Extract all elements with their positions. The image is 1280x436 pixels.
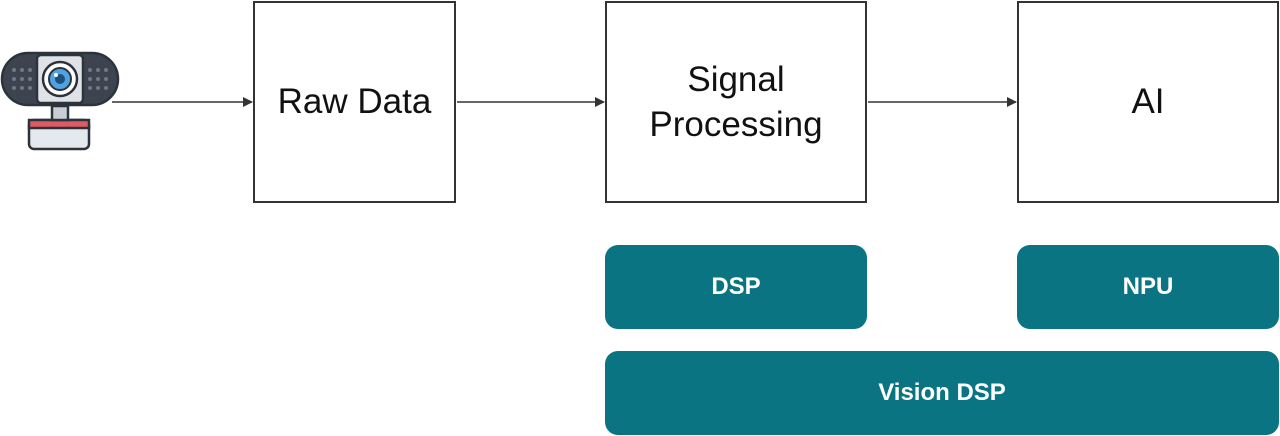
webcam-icon bbox=[0, 51, 120, 151]
raw-data-box: Raw Data bbox=[253, 1, 456, 203]
ai-label: AI bbox=[1131, 82, 1165, 122]
vision-dsp-label: Vision DSP bbox=[878, 379, 1006, 406]
raw-data-label: Raw Data bbox=[277, 82, 432, 122]
ai-box: AI bbox=[1017, 1, 1279, 203]
npu-label: NPU bbox=[1122, 273, 1174, 300]
npu-block: NPU bbox=[1017, 245, 1279, 329]
signal-processing-label: Signal Processing bbox=[649, 59, 823, 145]
signal-processing-box: Signal Processing bbox=[605, 1, 867, 203]
dsp-label: DSP bbox=[711, 273, 761, 300]
dsp-block: DSP bbox=[605, 245, 867, 329]
vision-dsp-block: Vision DSP bbox=[605, 351, 1279, 435]
